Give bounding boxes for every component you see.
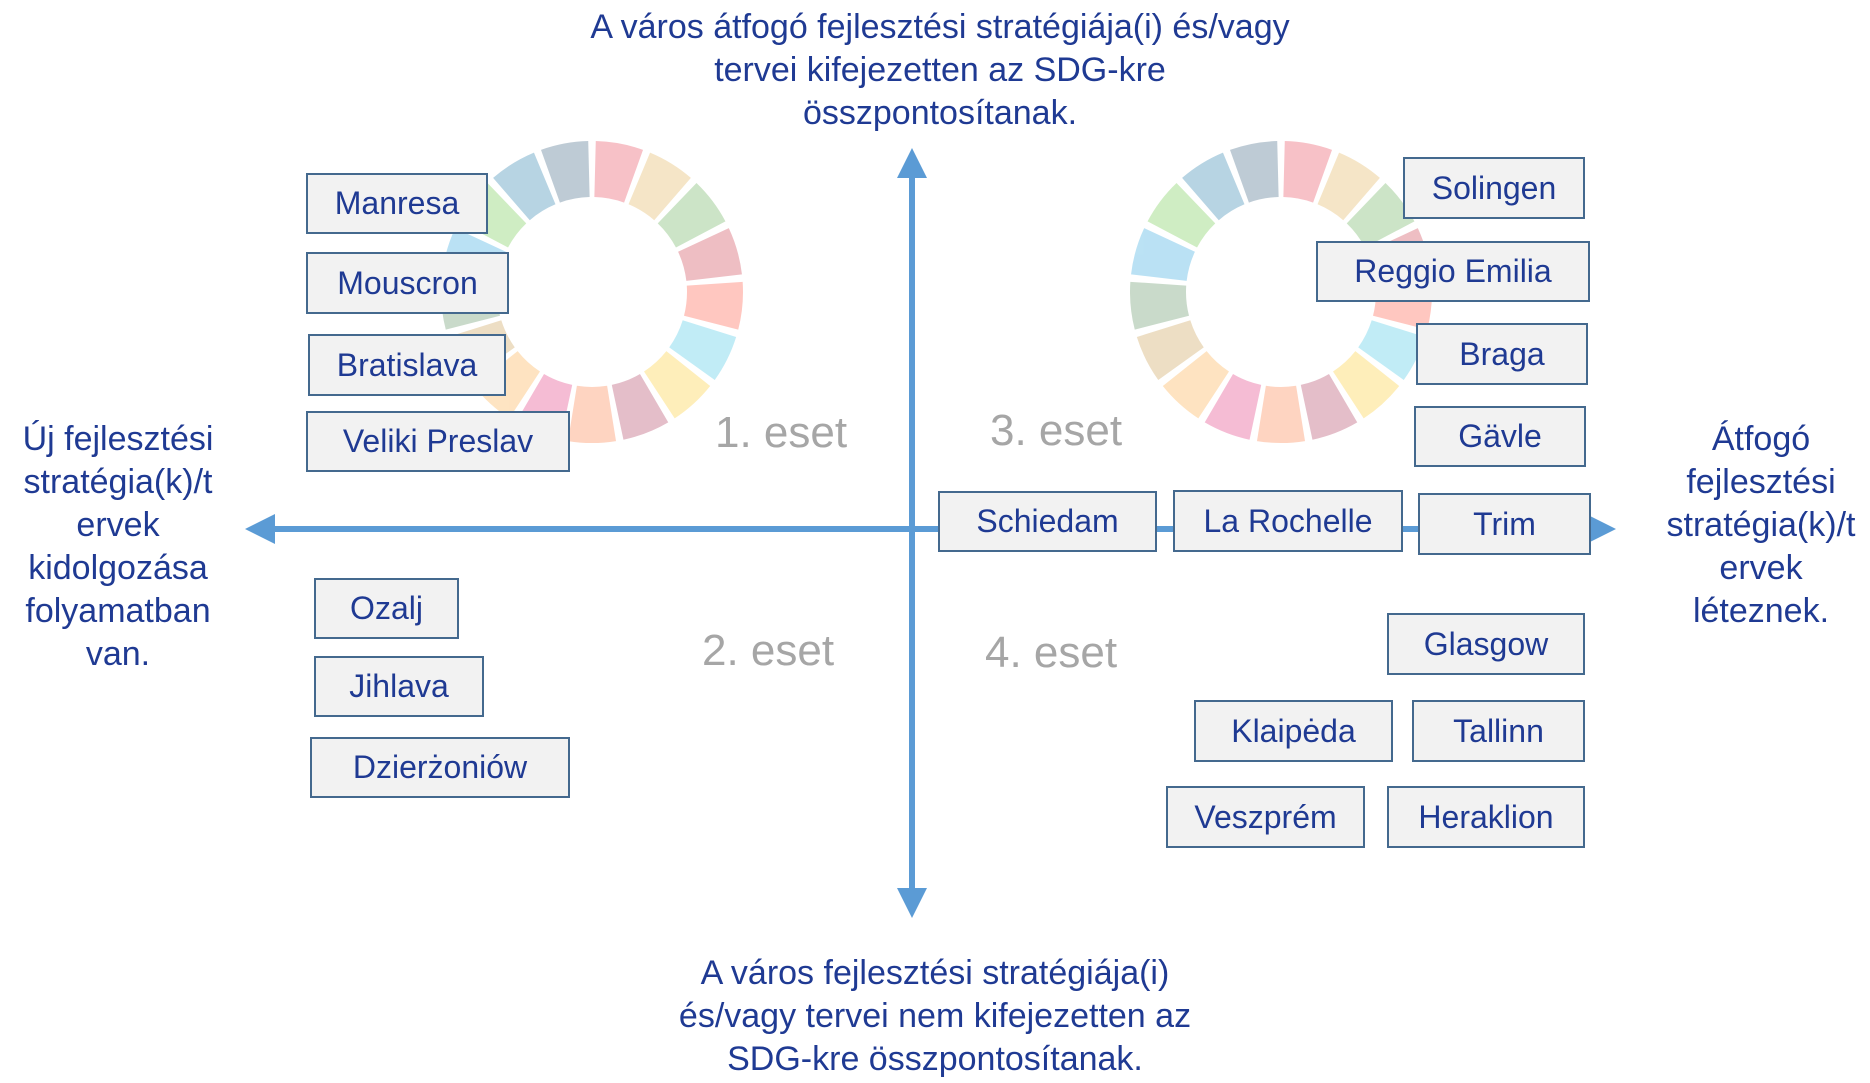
sdg-wheel-segment — [1130, 281, 1190, 330]
sdg-wheel-segment — [628, 152, 691, 221]
axis-label-top: A város átfogó fejlesztési stratégiája(i… — [490, 6, 1390, 135]
axis-label-right-line: Átfogó — [1711, 420, 1811, 458]
sdg-wheel-segment — [1182, 152, 1245, 221]
axis-label-top-line: összpontosítanak. — [802, 94, 1078, 132]
city-box-jihlava: Jihlava — [314, 656, 484, 717]
city-box-tallinn: Tallinn — [1412, 700, 1585, 762]
sdg-wheel-segment — [1229, 141, 1279, 203]
case-label-3: 3. eset — [990, 406, 1123, 455]
city-box-trim: Trim — [1418, 493, 1591, 555]
axis-label-top-line: tervei kifejezetten az SDG-kre — [714, 51, 1166, 89]
city-box-braga: Braga — [1416, 323, 1588, 385]
sdg-wheel-segment — [1317, 152, 1380, 221]
sdg-wheel-segment — [678, 228, 742, 281]
axis-label-right-line: stratégia(k)/t — [1666, 506, 1856, 544]
axis-label-bottom-line: és/vagy tervei nem kifejezetten az — [678, 997, 1192, 1035]
sdg-wheel-segment — [611, 373, 669, 440]
axis-label-right-line: léteznek. — [1692, 592, 1830, 630]
axis-label-bottom-line: A város fejlesztési stratégiája(i) — [700, 954, 1170, 992]
axis-label-right: Átfogó fejlesztési stratégia(k)/t ervek … — [1652, 418, 1870, 633]
axis-label-bottom-line: SDG-kre összpontosítanak. — [727, 1040, 1143, 1078]
sdg-wheel-segment — [473, 351, 540, 419]
city-box-manresa: Manresa — [306, 173, 488, 234]
axis-label-left-line: folyamatban — [25, 592, 211, 630]
axis-label-right-line: ervek — [1719, 549, 1803, 587]
city-box-klaipeda: Klaipėda — [1194, 700, 1393, 762]
case-label-4: 4. eset — [985, 628, 1118, 677]
sdg-wheel-segment — [1346, 182, 1415, 248]
sdg-wheel-segment — [540, 141, 590, 203]
sdg-wheel-segment — [1300, 373, 1358, 440]
city-box-glasgow: Glasgow — [1387, 613, 1585, 675]
sdg-wheel-segment — [1256, 385, 1306, 444]
city-box-dzierzoniow: Dzierżoniów — [310, 737, 570, 798]
axis-label-right-line: fejlesztési — [1686, 463, 1836, 501]
sdg-wheel-segment — [683, 281, 744, 330]
sdg-wheel-segment — [1147, 182, 1216, 248]
city-box-la-rochelle: La Rochelle — [1173, 490, 1403, 552]
sdg-wheel-segment — [1204, 373, 1262, 440]
sdg-wheel-segment — [1358, 320, 1426, 380]
axis-label-left-line: stratégia(k)/t — [23, 463, 213, 501]
city-box-schiedam: Schiedam — [938, 491, 1157, 552]
sdg-wheel-segment — [1333, 351, 1400, 419]
city-box-bratislava: Bratislava — [308, 334, 506, 396]
sdg-wheel-segment — [644, 351, 711, 419]
axis-label-top-line: A város átfogó fejlesztési stratégiája(i… — [590, 8, 1290, 46]
sdg-wheel-segment — [1283, 141, 1333, 203]
city-box-reggio-emilia: Reggio Emilia — [1316, 241, 1590, 302]
sdg-wheel-segment — [669, 320, 737, 380]
axis-label-bottom: A város fejlesztési stratégiája(i) és/va… — [560, 952, 1310, 1081]
axis-label-left-line: kidolgozása — [28, 549, 208, 587]
city-box-veliki-preslav: Veliki Preslav — [306, 411, 570, 472]
case-label-1: 1. eset — [715, 408, 848, 457]
axis-label-left-line: ervek — [76, 506, 160, 544]
city-box-heraklion: Heraklion — [1387, 786, 1585, 848]
sdg-wheel-segment — [493, 152, 556, 221]
sdg-wheel-segment — [1131, 228, 1195, 281]
city-box-solingen: Solingen — [1403, 157, 1585, 219]
axis-label-left-line: Új fejlesztési — [22, 420, 214, 458]
case-label-2: 2. eset — [702, 626, 835, 675]
sdg-wheel-segment — [594, 141, 644, 203]
sdg-wheel-segment — [1136, 320, 1204, 380]
axis-label-left-line: van. — [85, 635, 151, 673]
sdg-wheel-segment — [1162, 351, 1229, 419]
sdg-wheel-segment — [657, 182, 726, 248]
city-box-veszprem: Veszprém — [1166, 786, 1365, 848]
city-box-gavle: Gävle — [1414, 406, 1586, 467]
axis-label-left: Új fejlesztési stratégia(k)/t ervek kido… — [0, 418, 236, 676]
sdg-wheel-segment — [567, 385, 617, 444]
city-box-mouscron: Mouscron — [306, 252, 509, 314]
city-box-ozalj: Ozalj — [314, 578, 459, 639]
